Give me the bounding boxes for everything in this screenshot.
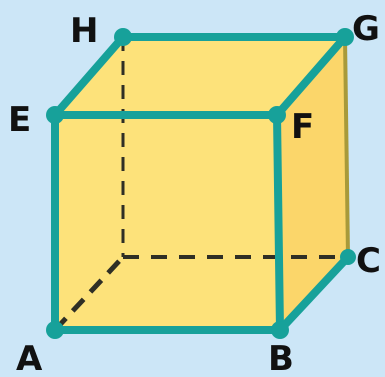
vertex-dot-F (268, 106, 286, 124)
vertex-label-G: G (352, 9, 380, 49)
vertex-dot-E (46, 106, 64, 124)
vertex-label-B: B (268, 339, 294, 377)
vertex-dot-A (46, 321, 64, 339)
edge-EH (51, 33, 127, 119)
edge-BF (273, 111, 284, 334)
vertex-label-A: A (16, 339, 43, 377)
front-face (55, 115, 280, 330)
vertex-dot-B (271, 321, 289, 339)
vertex-label-E: E (8, 100, 31, 140)
edge-FG (273, 33, 349, 119)
vertex-label-C: C (356, 241, 381, 281)
vertex-dot-C (340, 249, 356, 265)
edge-BC (276, 253, 352, 334)
vertex-label-F: F (291, 107, 314, 147)
edge-GC (343, 36, 350, 258)
vertex-dot-H (114, 28, 132, 46)
top-face (55, 37, 345, 115)
vertex-label-H: H (70, 11, 98, 51)
vertex-dot-G (336, 28, 354, 46)
hidden-edge-AD (53, 255, 125, 332)
